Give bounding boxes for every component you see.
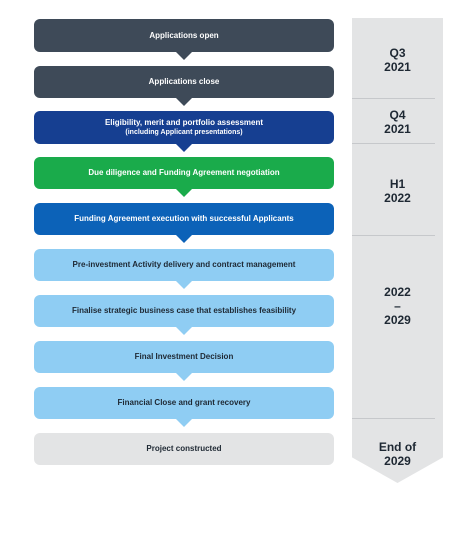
down-arrow-icon [176,98,192,106]
step-label: Funding Agreement execution with success… [74,214,294,223]
step-final-investment-decision: Final Investment Decision [34,341,334,381]
step-applications-close: Applications close [34,66,334,106]
step-project-constructed: Project constructed [34,433,334,465]
down-arrow-icon [176,281,192,289]
step-funding-agreement-execution: Funding Agreement execution with success… [34,203,334,243]
step-label: Pre-investment Activity delivery and con… [72,260,296,269]
step-label: Eligibility, merit and portfolio assessm… [104,118,264,127]
down-arrow-icon [176,52,192,60]
down-arrow-icon [176,189,192,197]
down-arrow-icon [176,327,192,335]
step-label: Financial Close and grant recovery [117,398,251,407]
period-end-2029: End of 2029 [378,440,417,468]
timeline-divider [352,235,435,236]
down-arrow-icon [176,235,192,243]
step-eligibility-assessment: Eligibility, merit and portfolio assessm… [34,111,334,152]
step-label: Final Investment Decision [134,352,234,361]
step-label: Due diligence and Funding Agreement nego… [88,168,280,177]
step-financial-close: Financial Close and grant recovery [34,387,334,427]
down-arrow-icon [176,144,192,152]
step-due-diligence: Due diligence and Funding Agreement nego… [34,157,334,197]
timeline-divider [352,418,435,419]
step-label: Finalise strategic business case that es… [71,306,297,315]
timeline-bar [352,18,443,483]
step-label: Project constructed [146,444,222,453]
step-pre-investment-activity: Pre-investment Activity delivery and con… [34,249,334,289]
period-q4-2021: Q4 2021 [384,108,411,136]
step-strategic-business-case: Finalise strategic business case that es… [34,295,334,335]
down-arrow-icon [176,373,192,381]
period-q3-2021: Q3 2021 [384,46,411,74]
step-applications-open: Applications open [34,19,334,60]
step-sublabel: (including Applicant presentations) [125,129,243,136]
timeline-divider [352,143,435,144]
timeline-divider [352,98,435,99]
period-h1-2022: H1 2022 [384,177,411,205]
period-2022-2029: 2022 – 2029 [384,285,411,327]
down-arrow-icon [176,419,192,427]
step-label: Applications close [148,77,220,86]
step-label: Applications open [149,30,219,40]
